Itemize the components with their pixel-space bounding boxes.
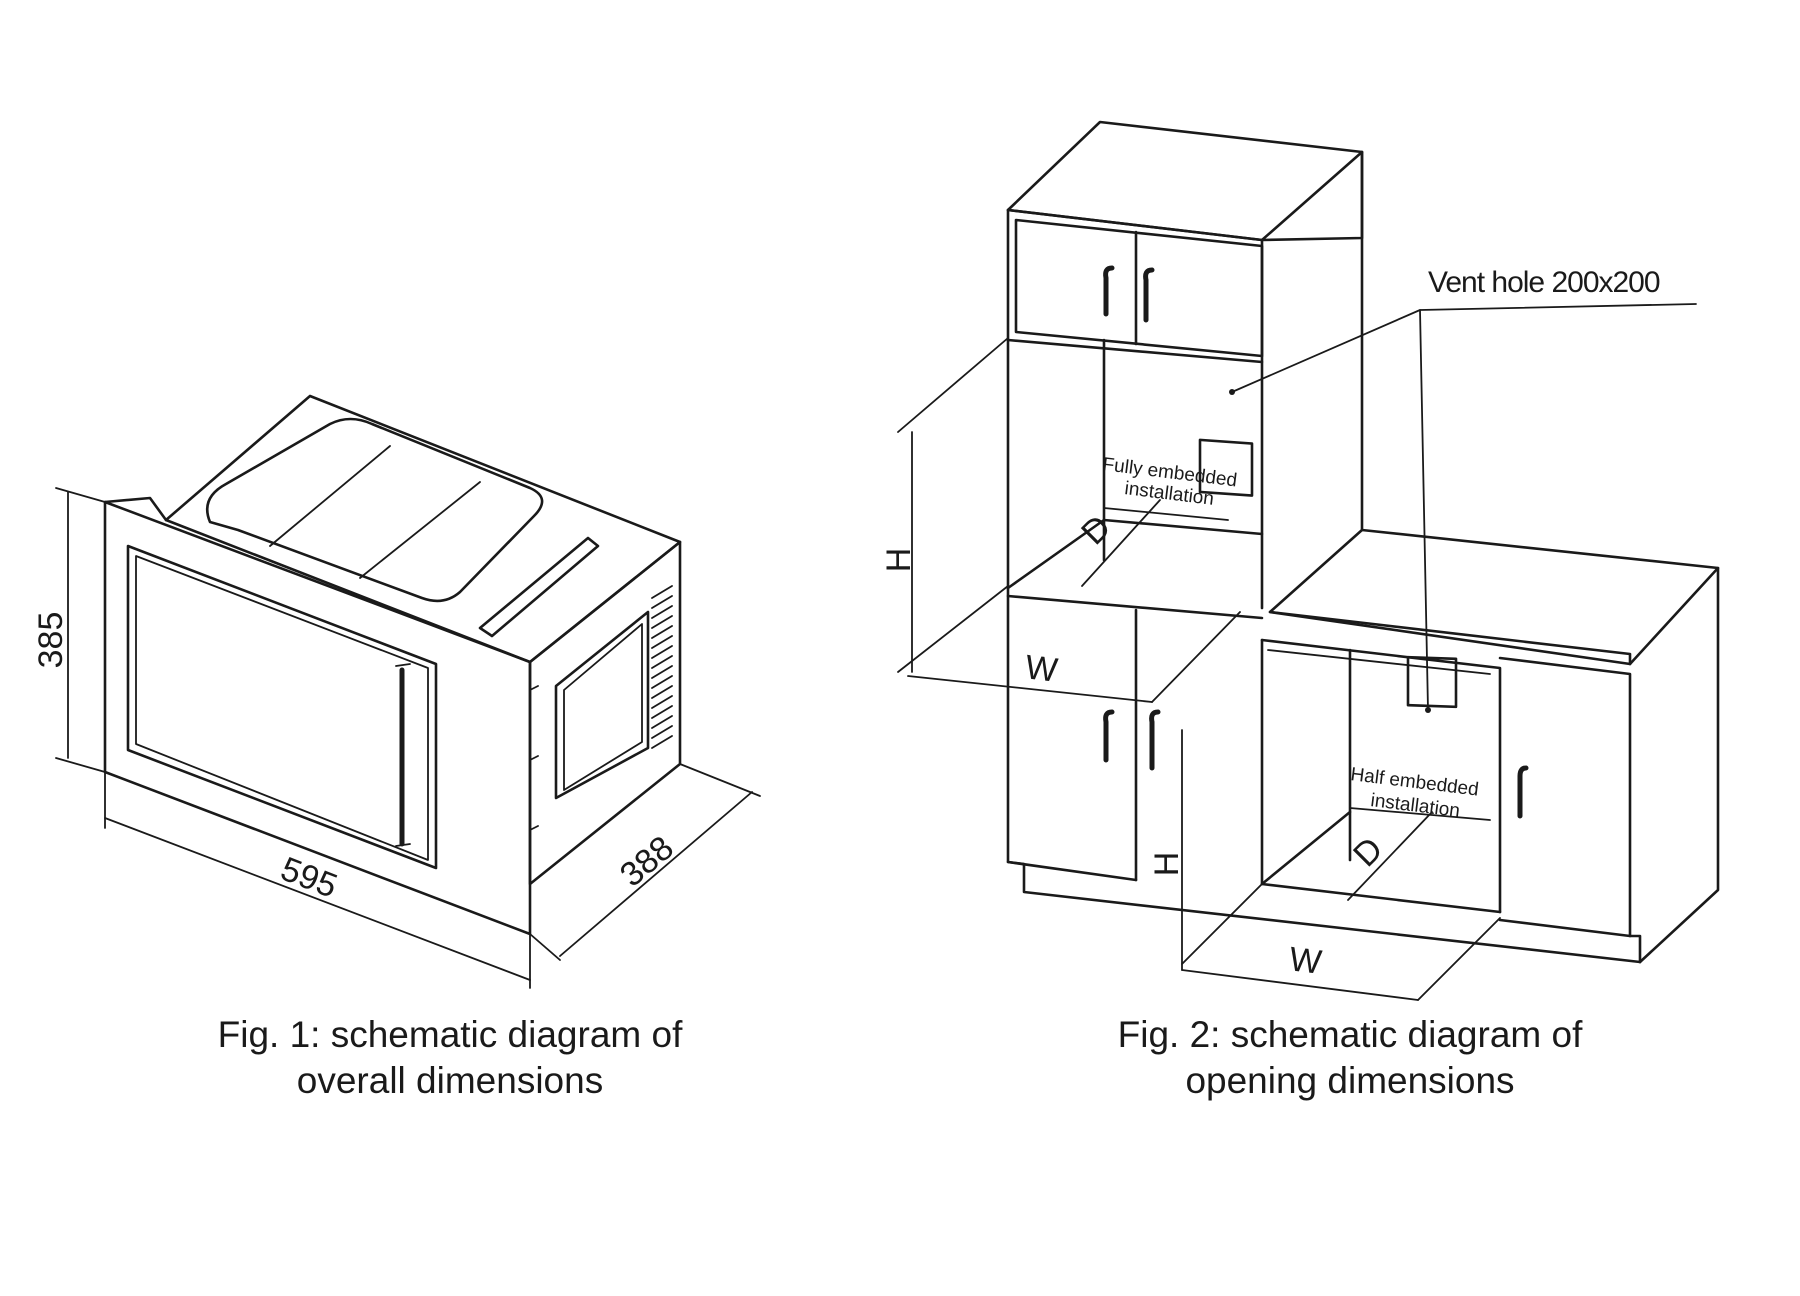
vent-hole-label: Vent hole 200x200 (1428, 266, 1660, 299)
fig2-caption-line1: Fig. 2: schematic diagram of (1117, 1014, 1583, 1055)
vent-callout: Vent hole 200x200 (1229, 266, 1697, 713)
dimension-height-385: 385 (32, 487, 106, 773)
upper-dim-w: W (1023, 648, 1059, 690)
fig2-caption: Fig. 2: schematic diagram of opening dim… (1030, 1012, 1670, 1104)
base-cabinet (1260, 528, 1720, 964)
fig1-caption: Fig. 1: schematic diagram of overall dim… (140, 1012, 760, 1104)
upper-dim-d: D (1074, 508, 1118, 552)
microwave-door-window (126, 544, 438, 870)
microwave-top-recess (205, 417, 544, 603)
lower-dim-w: W (1287, 940, 1323, 982)
lower-dim-h: H (1148, 852, 1186, 877)
side-vent-grille (651, 585, 673, 749)
lower-right-handle (1149, 709, 1161, 771)
lower-dim-d: D (1346, 830, 1390, 874)
upper-right-handle (1143, 267, 1155, 323)
lower-dimensions: H W D (1148, 729, 1501, 1001)
dimension-width-595: 595 (104, 771, 531, 989)
upper-cabinet-doors (1014, 218, 1264, 358)
tall-cabinet (1006, 120, 1642, 964)
dim-depth-text: 388 (613, 829, 681, 895)
vent-hole-lower (1406, 655, 1458, 709)
vent-hole-upper (1198, 438, 1254, 497)
base-door-handle (1517, 765, 1529, 819)
fig2-caption-line2: opening dimensions (1185, 1060, 1515, 1101)
dim-height-text: 385 (32, 612, 70, 669)
top-vent-slot (478, 536, 600, 638)
fig1-caption-line2: overall dimensions (296, 1060, 604, 1101)
microwave-diagram: 385 595 388 (32, 394, 761, 989)
upper-dimensions: H W D (880, 337, 1241, 703)
cabinet-diagram: Vent hole 200x200 Fully embedded install… (880, 120, 1720, 1001)
upper-left-handle (1103, 265, 1115, 317)
fig1-caption-line1: Fig. 1: schematic diagram of (217, 1014, 683, 1055)
lower-left-handle (1103, 709, 1115, 763)
upper-dim-h: H (880, 548, 918, 573)
